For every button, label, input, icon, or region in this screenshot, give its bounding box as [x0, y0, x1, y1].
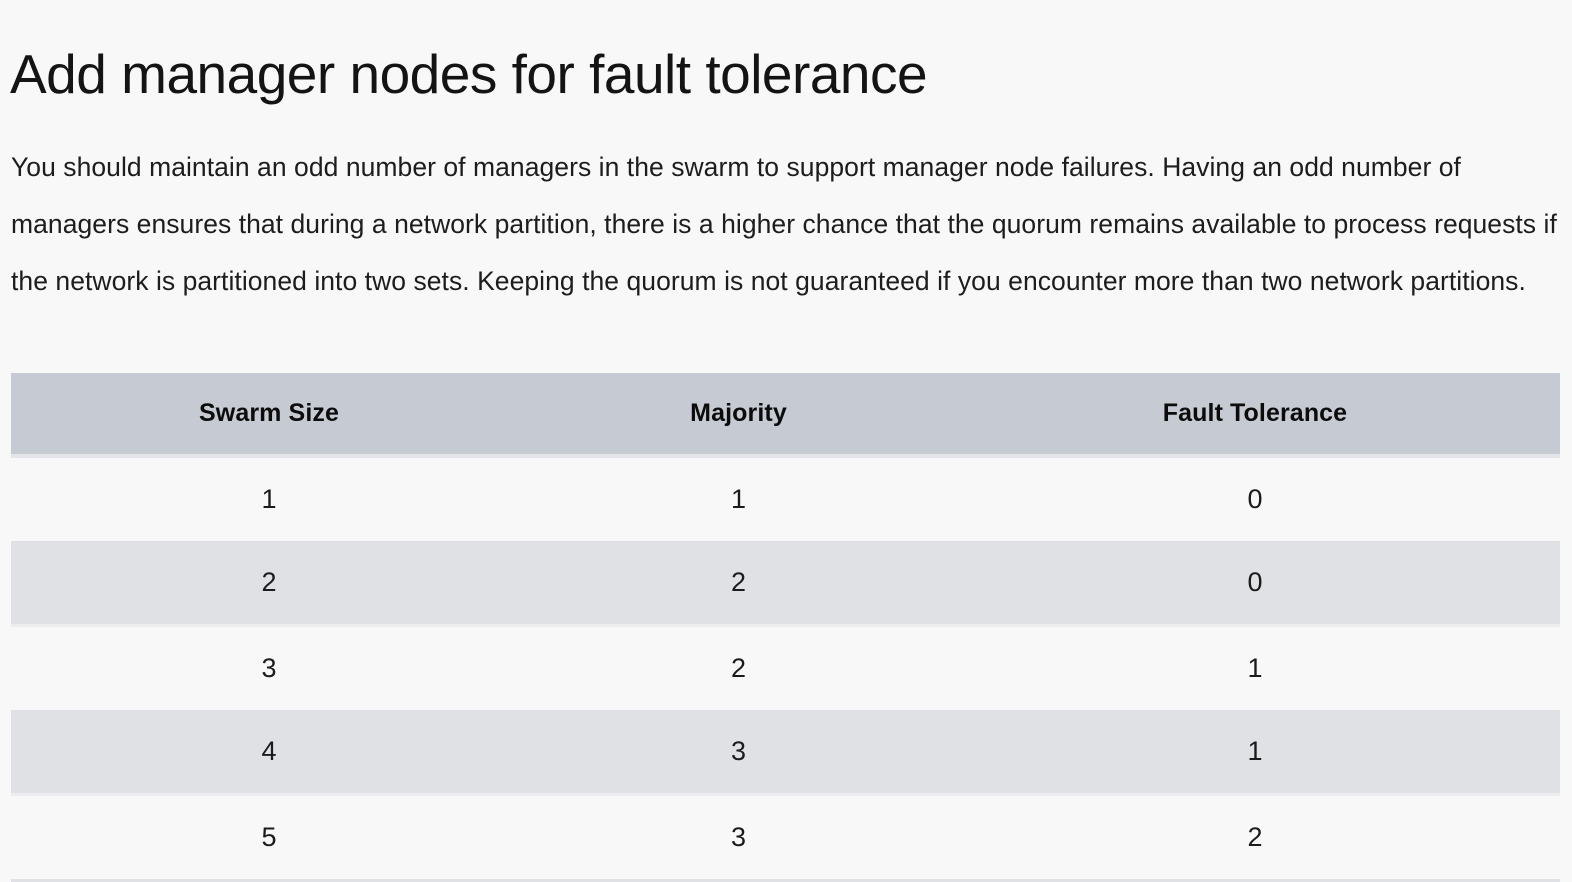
table-row-partial: [11, 879, 1560, 882]
cell-swarm-size: 4: [261, 736, 277, 766]
cell-majority: 2: [527, 624, 950, 710]
cell-fault-tolerance: 0: [950, 454, 1560, 541]
cell-fault-tolerance: 1: [950, 624, 1560, 710]
cell-swarm-size: 1: [11, 454, 527, 541]
cell-swarm-size: 2: [261, 567, 277, 597]
cell-fault-tolerance: 2: [950, 793, 1560, 879]
table-row: 1 1 0: [11, 454, 1560, 541]
cell-swarm-size: 5: [11, 793, 527, 879]
table-row: 4 3 1: [11, 710, 1560, 795]
column-header-fault-tolerance: Fault Tolerance: [950, 373, 1560, 456]
table-row: 5 3 2: [11, 793, 1560, 879]
cell-majority: 2: [730, 567, 747, 597]
cell-majority: 1: [527, 454, 950, 541]
swarm-fault-tolerance-table-container: Swarm Size Majority Fault Tolerance 1 1 …: [11, 373, 1560, 882]
cell-fault-tolerance: 1: [1247, 736, 1263, 766]
cell-majority: 3: [730, 736, 747, 766]
table-row: 2 2 0: [11, 541, 1560, 626]
column-header-majority: Majority: [527, 373, 950, 456]
intro-paragraph: You should maintain an odd number of man…: [11, 151, 1557, 296]
column-header-swarm-size: Swarm Size: [11, 373, 527, 456]
table-row: 3 2 1: [11, 624, 1560, 710]
page-title: Add manager nodes for fault tolerance: [10, 42, 928, 105]
table-header: Swarm Size Majority Fault Tolerance: [11, 373, 1560, 456]
cell-swarm-size: 3: [11, 624, 527, 710]
cell-majority: 3: [527, 793, 950, 879]
table-body: 1 1 0 2 2 0 3 2 1 4 3 1: [11, 454, 1560, 882]
cell-fault-tolerance: 0: [1247, 567, 1263, 597]
table-header-row: Swarm Size Majority Fault Tolerance: [11, 373, 1560, 456]
swarm-fault-tolerance-table: Swarm Size Majority Fault Tolerance 1 1 …: [11, 373, 1560, 882]
